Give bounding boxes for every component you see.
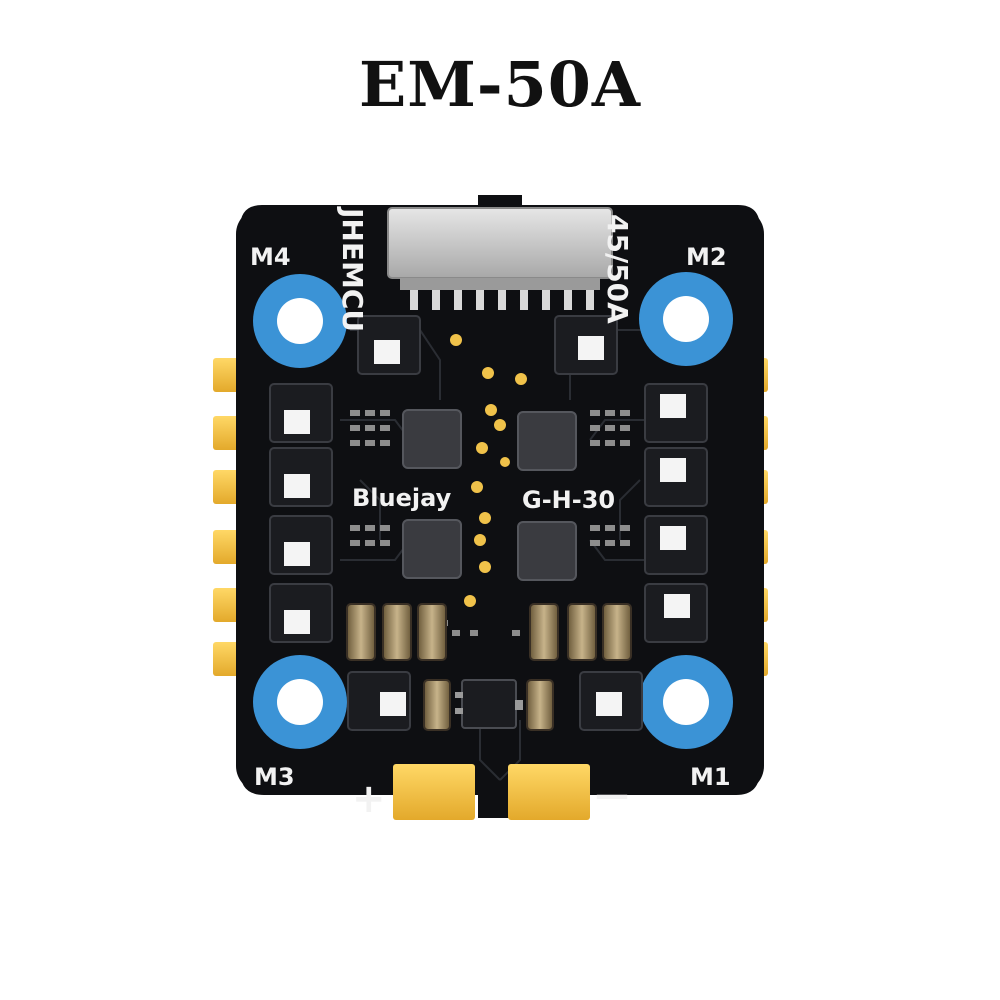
- product-title: EM-50A: [358, 48, 641, 121]
- mount-hole-m1: [639, 655, 733, 749]
- mosfet-packages: [269, 315, 708, 731]
- version-silkscreen: G-H-30: [522, 486, 615, 514]
- positive-power-pad: [393, 764, 475, 820]
- mount-hole-m2: [639, 272, 733, 366]
- motor-label-m2: M2: [686, 243, 727, 271]
- mount-hole-m3: [253, 655, 347, 749]
- top-connector: [387, 207, 613, 310]
- driver-ics: [402, 409, 577, 581]
- capacitors: [346, 603, 632, 731]
- motor-label-m3: M3: [254, 763, 295, 791]
- power-pads: [393, 764, 590, 820]
- rating-silkscreen: 45/50A: [601, 214, 634, 324]
- motor-label-m1: M1: [690, 763, 731, 791]
- brand-silkscreen: JHEMCU: [336, 206, 369, 332]
- negative-power-pad: [508, 764, 590, 820]
- firmware-silkscreen: Bluejay: [352, 484, 452, 512]
- negative-label: —: [595, 775, 629, 815]
- regulator-chip: [455, 679, 523, 729]
- test-points: [450, 334, 527, 607]
- motor-label-m4: M4: [250, 243, 291, 271]
- positive-label: +: [352, 776, 386, 822]
- mount-hole-m4: [253, 274, 347, 368]
- passive-components: [350, 410, 630, 636]
